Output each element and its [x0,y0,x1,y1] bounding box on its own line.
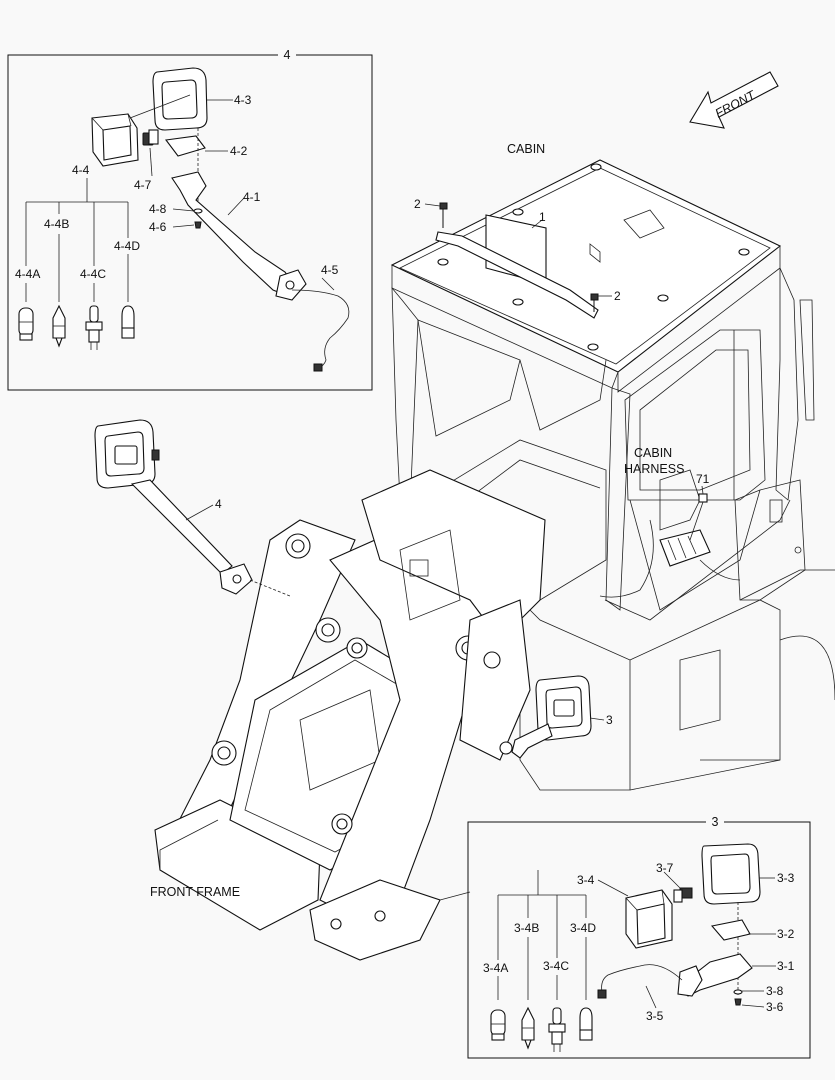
harness-3-5 [601,964,683,993]
bulb-4-4D [121,305,135,339]
callout-3-2: 3-2 [777,927,795,941]
callout-4-2: 4-2 [230,144,248,158]
callout-4: 4 [215,497,222,511]
bulb-4-4A [18,307,34,341]
callout-3-4D: 3-4D [570,921,596,935]
cabin-label: CABIN [507,142,545,156]
washer-4-8 [193,208,203,214]
bulb-3-4A [490,1009,506,1041]
callout-3-4A: 3-4A [483,961,508,975]
bracket-3-2 [710,919,751,941]
bulb-3-4B [521,1006,535,1050]
cabin-harness-label-1: CABIN [634,446,672,460]
washer-3-8 [733,989,743,995]
callout-4-4A: 4-4A [15,267,40,281]
arm-3-1 [677,953,753,997]
callout-3-1: 3-1 [777,959,795,973]
box-3-title: 3 [712,815,719,829]
callout-3-7: 3-7 [656,861,674,875]
work-lamp-3-4 [625,889,673,949]
cabin-harness [599,469,741,598]
callout-3-8: 3-8 [766,984,784,998]
callout-2-left: 2 [414,197,421,211]
callout-1: 1 [539,210,546,224]
lamp-assembly-3 [511,675,592,759]
harness-4-5 [291,289,350,369]
bulb-3-4D [579,1007,593,1041]
callout-2-right: 2 [614,289,621,303]
callout-4-1: 4-1 [243,190,261,204]
callout-4-7: 4-7 [134,178,152,192]
detail-box-3: 3 3-3 3-4 3-7 3-2 [467,815,811,1059]
rear-chassis [519,569,835,791]
callout-4-8: 4-8 [149,202,167,216]
callout-4-3: 4-3 [234,93,252,107]
roof-bar [435,231,599,319]
front-frame-label: FRONT FRAME [150,885,240,899]
callout-3-4: 3-4 [577,873,595,887]
cabin: 1 2 2 [390,159,815,621]
bolt-3-6 [734,998,742,1006]
callout-4-4C: 4-4C [80,267,106,281]
connector-4-7 [142,129,159,146]
lamp-assembly-4 [94,419,253,595]
bulb-3-4C [548,1007,566,1052]
front-direction-arrow: FRONT [689,71,779,129]
cabin-harness-label-2: HARNESS [624,462,684,476]
bulb-4-4B [52,304,66,348]
callout-3-4C: 3-4C [543,959,569,973]
harness-3-5-plug [597,989,607,999]
callout-3: 3 [606,713,613,727]
harness-4-5-plug [313,363,323,372]
callout-4-6: 4-6 [149,220,167,234]
work-lamp-4-4 [91,113,139,167]
bulb-4-4C [85,305,103,350]
callout-3-5: 3-5 [646,1009,664,1023]
connector-3-7 [673,887,693,903]
callout-4-4B: 4-4B [44,217,69,231]
bolt-4-6 [194,221,202,229]
front-frame [154,469,546,961]
callout-3-4B: 3-4B [514,921,539,935]
lamp-guard-3-3 [701,843,761,905]
bracket-4-2 [164,135,206,157]
arm-4-1 [171,171,307,301]
callout-3-6: 3-6 [766,1000,784,1014]
detail-box-4: 4 4-3 4-4 4-7 4-2 [7,48,373,391]
callout-4-4D: 4-4D [114,239,140,253]
callout-3-3: 3-3 [777,871,795,885]
callout-4-4: 4-4 [72,163,90,177]
box-4-title: 4 [284,48,291,62]
callout-71: 71 [696,472,710,486]
callout-4-5: 4-5 [321,263,339,277]
